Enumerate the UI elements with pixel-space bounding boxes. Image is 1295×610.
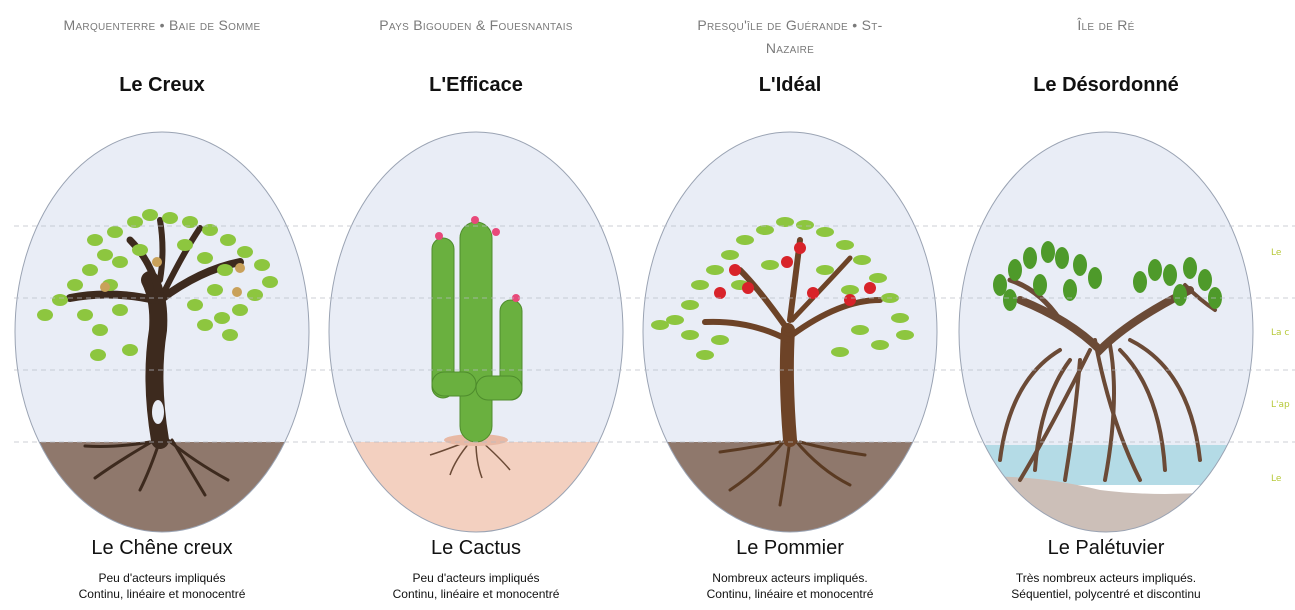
cactus-scene [328,131,624,533]
apple-tree-scene [642,131,938,533]
description-line-1: Très nombreux acteurs impliqués. [1015,571,1197,585]
side-label-3: L'ap [1271,400,1290,410]
description-line-1: Peu d'acteurs impliqués [98,571,226,585]
description: Très nombreux acteurs impliqués. Séquent… [956,570,1256,602]
description: Peu d'acteurs impliqués Continu, linéair… [12,570,312,602]
soil-area [643,442,937,532]
description-line-1: Peu d'acteurs impliqués [412,571,540,585]
sky-area [959,132,1253,445]
description-line-2: Continu, linéaire et monocentré [706,587,874,601]
oak-scene [14,131,310,533]
mangrove-scene [958,131,1254,533]
type-label: L'Idéal [758,74,822,96]
region-label: Presqu'île de Guérande • St-Nazaire [697,17,883,56]
tree-name: Le Pommier [736,537,844,559]
tree-name: Le Cactus [430,537,522,559]
soil-area [15,442,309,532]
type-label: Le Désordonné [1033,74,1179,96]
description-line-2: Séquentiel, polycentré et discontinu [1011,587,1201,601]
type-label: Le Creux [119,74,205,96]
side-label-4: Le [1271,474,1282,484]
type-label: L'Efficace [429,74,523,96]
description: Peu d'acteurs impliqués Continu, linéair… [326,570,626,602]
description: Nombreux acteurs impliqués. Continu, lin… [640,570,940,602]
description-line-2: Continu, linéaire et monocentré [78,587,246,601]
tree-name: Le Chêne creux [91,537,233,559]
side-label-2: La c [1271,328,1290,338]
sky-area [15,132,309,442]
description-line-1: Nombreux acteurs impliqués. [712,571,868,585]
mud-area [959,476,1253,532]
guide-lines [14,225,1295,443]
tree-name: Le Palétuvier [1047,537,1165,559]
region-label: Pays Bigouden & Fouesnantais [379,17,573,33]
description-line-2: Continu, linéaire et monocentré [392,587,560,601]
soil-area [329,442,623,532]
side-label-1: Le [1271,248,1282,258]
region-label: Marquenterre • Baie de Somme [63,17,261,33]
region-label: Île de Ré [1077,17,1135,33]
